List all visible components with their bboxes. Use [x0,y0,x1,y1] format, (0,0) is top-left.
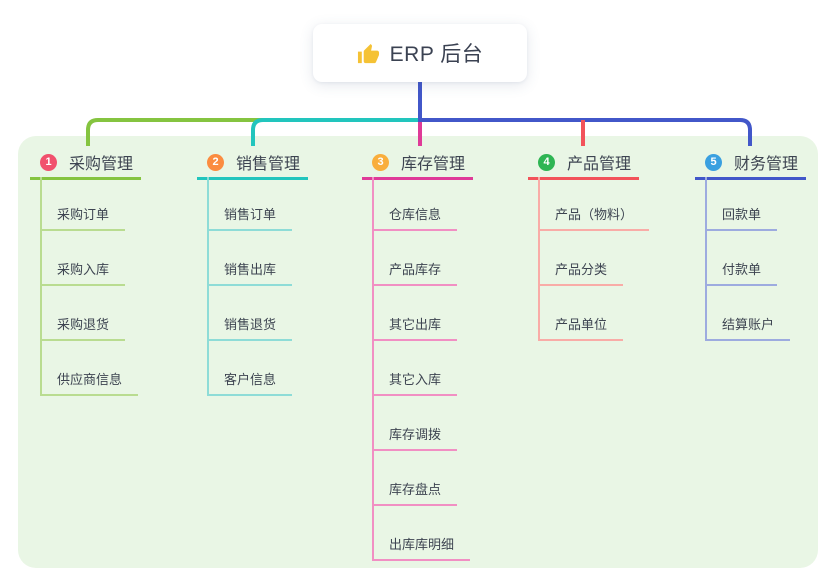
subtree-line [538,177,540,341]
module-node-procurement[interactable]: 1 采购管理 [30,150,141,180]
module-column-procurement: 1 采购管理 采购订单 采购入库 采购退货 供应商信息 [30,150,141,396]
branch-line-finance [420,118,752,146]
leaf-node-product-material[interactable]: 产品（物料） [538,180,650,231]
leaf-node-supplier-info[interactable]: 供应商信息 [40,341,139,396]
module-badge-2: 2 [207,153,224,171]
leaf-node-stock-taking[interactable]: 库存盘点 [372,451,458,506]
module-label: 产品管理 [567,156,632,173]
thumbs-up-icon [357,43,379,63]
module-column-inventory: 3 库存管理 仓库信息 产品库存 其它出库 其它入库 库存调拨 库存盘点 出库库… [362,150,473,561]
module-node-inventory[interactable]: 3 库存管理 [362,150,473,180]
module-label: 库存管理 [401,156,466,173]
module-node-product[interactable]: 4 产品管理 [528,150,639,180]
leaf-node-warehouse-info[interactable]: 仓库信息 [372,180,458,231]
leaf-node-product-unit[interactable]: 产品单位 [538,286,624,341]
leaf-node-sales-order[interactable]: 销售订单 [207,180,293,231]
leaf-node-purchase-inbound[interactable]: 采购入库 [40,231,126,286]
subtree-line [40,177,42,396]
leaf-node-stock-transfer[interactable]: 库存调拨 [372,396,458,451]
leaf-node-purchase-order[interactable]: 采购订单 [40,180,126,231]
module-column-sales: 2 销售管理 销售订单 销售出库 销售退货 客户信息 [197,150,308,396]
leaf-node-other-inbound[interactable]: 其它入库 [372,341,458,396]
module-node-finance[interactable]: 5 财务管理 [695,150,806,180]
branch-line-sales [251,118,420,146]
root-node[interactable]: ERP 后台 [313,24,527,82]
subtree-line [207,177,209,396]
leaf-node-settlement-account[interactable]: 结算账户 [705,286,791,341]
leaf-node-purchase-return[interactable]: 采购退货 [40,286,126,341]
module-badge-4: 4 [538,153,555,171]
module-label: 采购管理 [69,156,134,173]
leaf-node-product-stock[interactable]: 产品库存 [372,231,458,286]
module-badge-5: 5 [705,153,722,171]
module-node-sales[interactable]: 2 销售管理 [197,150,308,180]
root-title: ERP 后台 [389,43,484,66]
leaf-node-stock-detail[interactable]: 出库库明细 [372,506,471,561]
module-label: 销售管理 [236,156,301,173]
leaf-node-other-outbound[interactable]: 其它出库 [372,286,458,341]
leaf-node-customer-info[interactable]: 客户信息 [207,341,293,396]
branch-line-procurement [86,118,420,146]
subtree-line [372,177,374,561]
module-column-finance: 5 财务管理 回款单 付款单 结算账户 [695,150,806,341]
module-badge-1: 1 [40,153,57,171]
leaf-node-product-category[interactable]: 产品分类 [538,231,624,286]
leaf-node-sales-return[interactable]: 销售退货 [207,286,293,341]
module-column-product: 4 产品管理 产品（物料） 产品分类 产品单位 [528,150,650,341]
leaf-node-sales-outbound[interactable]: 销售出库 [207,231,293,286]
module-label: 财务管理 [734,156,799,173]
leaf-node-payment-bill[interactable]: 付款单 [705,231,778,286]
modules-panel [18,136,818,568]
module-badge-3: 3 [372,153,389,171]
leaf-node-receipt-bill[interactable]: 回款单 [705,180,778,231]
subtree-line [705,177,707,341]
